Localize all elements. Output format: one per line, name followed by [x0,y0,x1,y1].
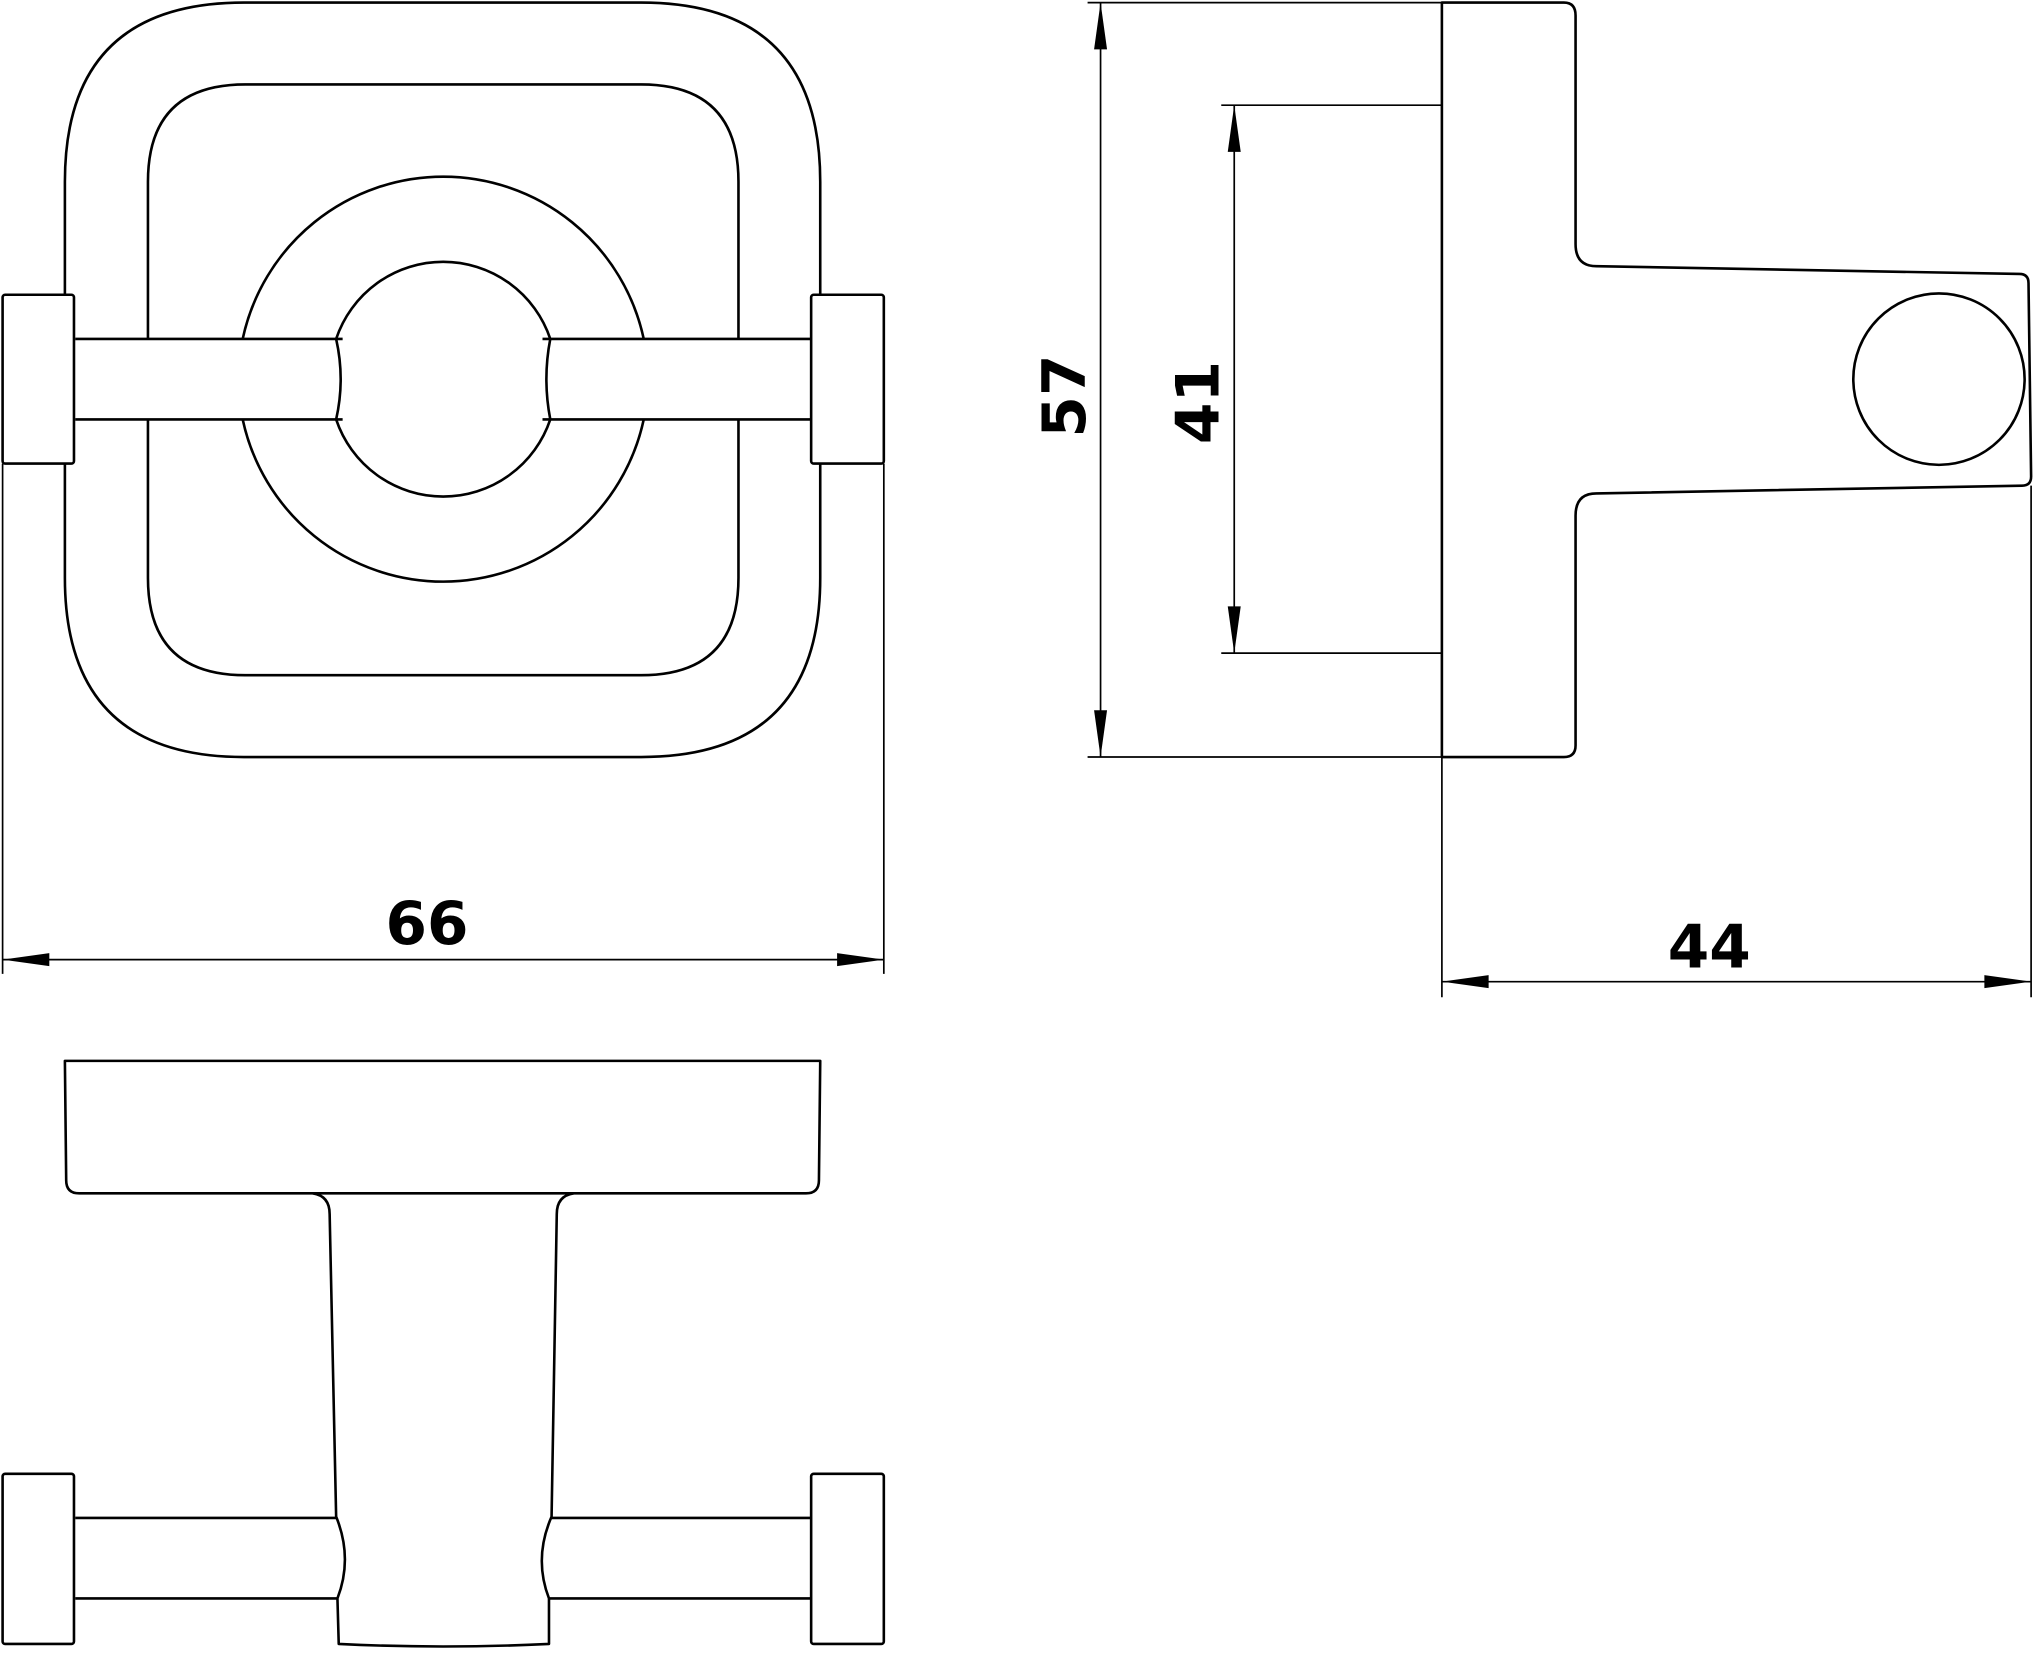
dimension-label-66: 66 [385,890,468,959]
side-view [1440,1,2033,759]
left-end-cap [1,293,76,465]
outer-plate-outline [63,1,822,759]
front-view [1,1,886,759]
stem-left [312,1192,574,1648]
hub-circle [334,260,552,498]
inner-plate-outline [146,83,740,677]
outer-ring [241,175,645,583]
dimension-66: 66 [1,463,885,974]
dimension-57: 57 [1031,1,1442,758]
wall-plate-side [1440,1,2033,759]
dimension-label-44: 44 [1668,913,1751,982]
wall-plate-bottom [63,1059,822,1195]
left-arm [75,337,343,421]
bottom-view [1,1059,886,1648]
right-arm [542,337,812,421]
dimension-label-57: 57 [1031,354,1100,437]
dimension-44: 44 [1441,485,2032,998]
bottom-left-end-cap [1,1472,76,1646]
right-end-cap [809,293,886,465]
hook-end-circle [1852,292,2026,467]
bottom-left-arm [75,1516,338,1600]
dimension-label-41: 41 [1165,361,1234,444]
dimension-41: 41 [1165,104,1442,654]
bottom-right-arm [548,1516,812,1600]
bottom-right-end-cap [809,1472,886,1646]
